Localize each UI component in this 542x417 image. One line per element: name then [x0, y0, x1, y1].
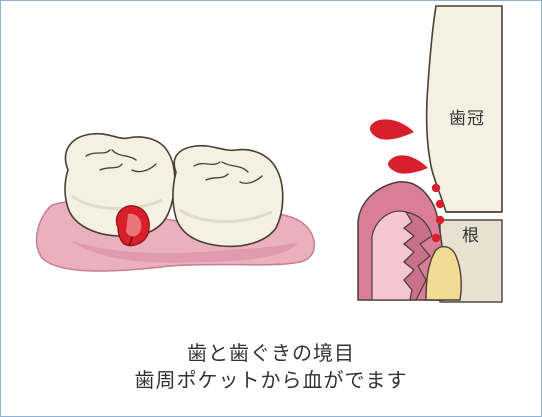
gum-shading — [70, 240, 298, 263]
blood-dot-1 — [431, 183, 441, 193]
caption-line-2: 歯周ポケットから血がでます — [134, 368, 408, 392]
bleeding-spot — [115, 205, 150, 247]
gum-and-teeth-illustration — [35, 132, 315, 272]
label-root: 根 — [462, 226, 479, 246]
blood-drop-medium — [388, 155, 428, 174]
molar-right — [172, 144, 284, 248]
tooth-root — [425, 245, 462, 301]
caption-line-1: 歯と歯ぐきの境目 — [187, 341, 355, 365]
blood-dot-2 — [435, 199, 445, 209]
tooth-crown — [425, 5, 503, 213]
blood-dot-4 — [431, 233, 441, 243]
blood-dot-3 — [435, 215, 445, 225]
inner-gum — [371, 210, 415, 301]
blood-drop-large — [370, 119, 414, 140]
blood-drops — [370, 119, 445, 243]
label-crown: 歯冠 — [449, 109, 485, 129]
tooth-cross-section — [357, 5, 503, 303]
periodontal-pocket — [403, 211, 433, 301]
caption: 歯と歯ぐきの境目 歯周ポケットから血がでます — [0, 340, 542, 394]
